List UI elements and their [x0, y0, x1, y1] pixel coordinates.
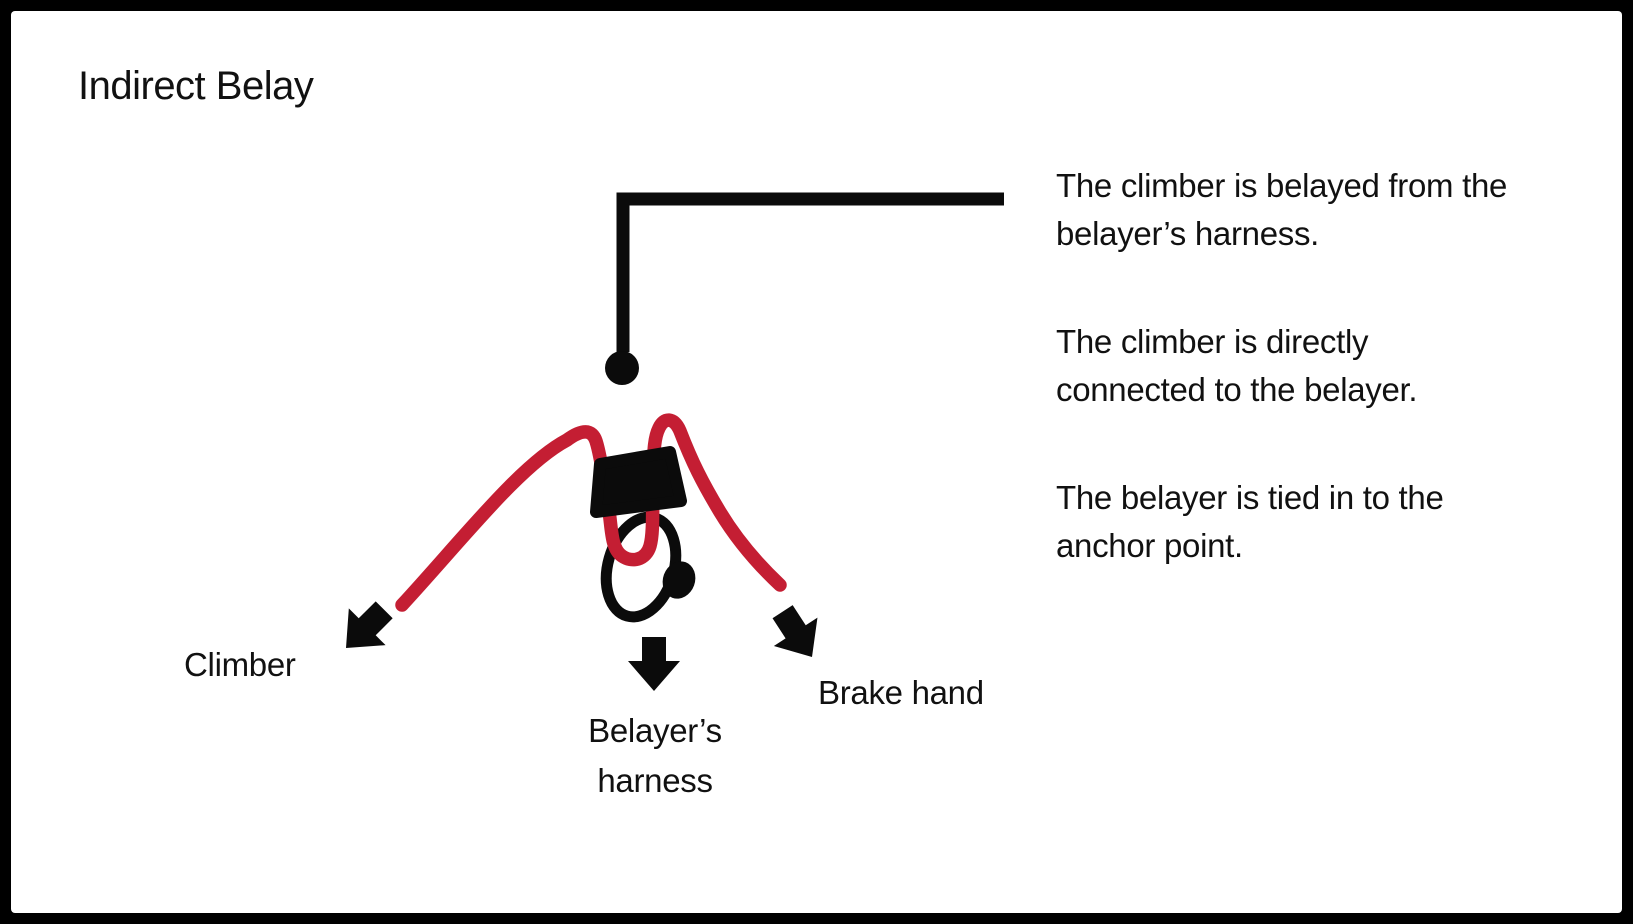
brake-hand-label: Brake hand — [818, 674, 984, 711]
belayer-harness-label-line1: Belayer’s — [588, 712, 722, 749]
figure-frame — [11, 11, 1622, 913]
notes-column: The climber is belayed from the belayer’… — [1056, 162, 1596, 630]
belay-device-icon — [590, 446, 687, 518]
belayer-harness-label: Belayer’s harness — [545, 706, 765, 806]
anchor-line-icon — [616, 192, 1004, 352]
note-3-line2: anchor point. — [1056, 527, 1243, 564]
note-paragraph-2: The climber is directly connected to the… — [1056, 318, 1596, 414]
note-1-line1: The climber is belayed from the — [1056, 167, 1508, 204]
climber-arrow-icon — [346, 601, 393, 648]
note-3-line1: The belayer is tied in to the — [1056, 479, 1444, 516]
climbing-rope-icon — [395, 413, 787, 612]
page-title: Indirect Belay — [78, 64, 314, 108]
carabiner-gate-icon — [662, 561, 696, 599]
climber-label: Climber — [184, 646, 296, 683]
belayer-harness-label-line2: harness — [597, 762, 713, 799]
note-2-line1: The climber is directly — [1056, 323, 1369, 360]
belayer-harness-arrow-icon — [628, 637, 680, 691]
note-1-line2: belayer’s harness. — [1056, 215, 1320, 252]
note-paragraph-1: The climber is belayed from the belayer’… — [1056, 162, 1596, 258]
anchor-point-icon — [605, 351, 639, 385]
note-paragraph-3: The belayer is tied in to the anchor poi… — [1056, 474, 1596, 570]
note-2-line2: connected to the belayer. — [1056, 371, 1418, 408]
brake-hand-arrow-icon — [772, 605, 818, 657]
